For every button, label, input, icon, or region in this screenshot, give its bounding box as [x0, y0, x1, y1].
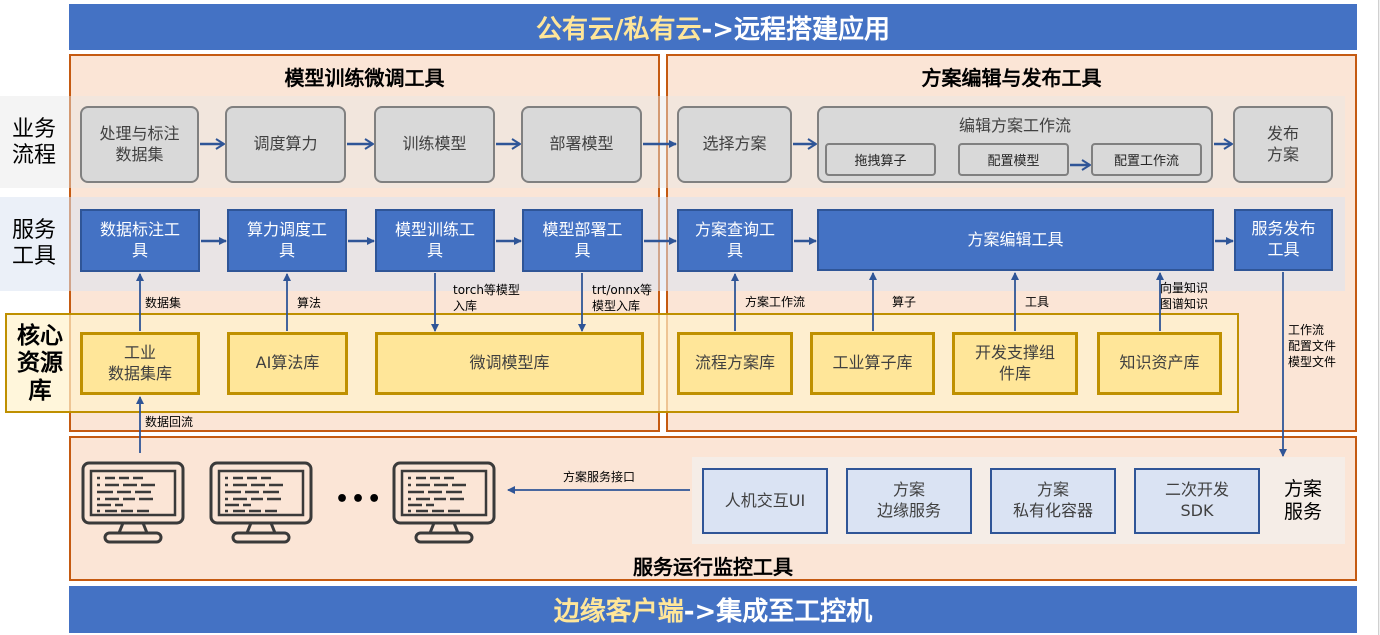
row-label-resources: 核心 资源 库	[17, 322, 63, 404]
flow-substep-config-model[interactable]: 配置模型	[958, 143, 1069, 176]
edge-label-knowledge: 向量知识 图谱知识	[1160, 281, 1209, 312]
edge-label-dataset: 数据集	[145, 296, 182, 310]
service-sdk[interactable]: 二次开发 SDK	[1134, 468, 1260, 534]
resource-knowledge-assets[interactable]: 知识资产库	[1097, 332, 1222, 395]
tool-scheme-editor[interactable]: 方案编辑工具	[817, 209, 1214, 271]
flow-step-label-data[interactable]: 处理与标注 数据集	[80, 106, 199, 183]
scrollbar[interactable]	[1378, 0, 1380, 635]
clients-ellipsis: •••	[335, 487, 384, 512]
monitor-code-icon[interactable]	[81, 461, 185, 545]
edge-label-tool: 工具	[1025, 295, 1050, 309]
tool-data-annotation[interactable]: 数据标注工 具	[80, 209, 200, 272]
resource-dev-components[interactable]: 开发支撑组 件库	[952, 332, 1078, 395]
flow-step-publish-scheme[interactable]: 发布 方案	[1233, 106, 1333, 183]
tool-scheme-query[interactable]: 方案查询工 具	[677, 209, 793, 272]
scheme-panel-title: 方案编辑与发布工具	[921, 66, 1102, 90]
flow-substep-drag-operator[interactable]: 拖拽算子	[825, 143, 936, 176]
top-banner: 公有云/私有云->远程搭建应用	[69, 4, 1357, 50]
bottom-banner-rest: ->集成至工控机	[683, 597, 873, 627]
edge-label-operator: 算子	[892, 295, 917, 309]
edge-label-torch: torch等模型 入库	[453, 283, 520, 314]
tool-service-publish[interactable]: 服务发布 工具	[1234, 209, 1333, 271]
edge-label-trt: trt/onnx等 模型入库	[592, 283, 653, 314]
tool-compute-scheduling[interactable]: 算力调度工 具	[227, 209, 347, 272]
service-hmi-ui[interactable]: 人机交互UI	[702, 468, 828, 534]
bottom-banner: 边缘客户端->集成至工控机	[69, 586, 1357, 633]
training-panel-title: 模型训练微调工具	[284, 66, 445, 90]
flow-step-deploy-model[interactable]: 部署模型	[521, 106, 642, 183]
tool-model-deployment[interactable]: 模型部署工 具	[522, 209, 643, 272]
flow-step-train-model[interactable]: 训练模型	[374, 106, 495, 183]
flow-substep-config-workflow[interactable]: 配置工作流	[1091, 143, 1202, 176]
edge-label-workflow: 方案工作流	[745, 295, 806, 309]
resource-industrial-operators[interactable]: 工业算子库	[810, 332, 935, 395]
flow-step-select-scheme[interactable]: 选择方案	[677, 106, 792, 183]
runtime-panel-title: 服务运行监控工具	[633, 555, 793, 579]
scheme-services-label: 方案 服务	[1283, 478, 1322, 523]
edge-label-algorithm: 算法	[297, 296, 322, 310]
monitor-code-icon[interactable]	[209, 461, 313, 545]
resource-ai-algorithms[interactable]: AI算法库	[227, 332, 348, 395]
monitor-code-icon[interactable]	[392, 461, 496, 545]
row-label-service: 服务 工具	[11, 217, 56, 269]
top-banner-highlight: 公有云/私有云	[535, 14, 702, 45]
service-edge[interactable]: 方案 边缘服务	[846, 468, 972, 534]
resource-industrial-datasets[interactable]: 工业 数据集库	[80, 332, 200, 395]
service-private-container[interactable]: 方案 私有化容器	[990, 468, 1116, 534]
tool-model-training[interactable]: 模型训练工 具	[375, 209, 495, 272]
row-label-business: 业务 流程	[11, 116, 56, 168]
edge-label-publish-files: 工作流 配置文件 模型文件	[1288, 323, 1337, 370]
top-banner-rest: ->远程搭建应用	[701, 14, 891, 45]
resource-finetuned-models[interactable]: 微调模型库	[375, 332, 644, 395]
bottom-banner-highlight: 边缘客户端	[553, 597, 684, 627]
flow-step-schedule-compute[interactable]: 调度算力	[225, 106, 346, 183]
edit-workflow-title: 编辑方案工作流	[958, 116, 1071, 135]
resource-process-schemes[interactable]: 流程方案库	[677, 332, 793, 395]
edge-label-data-return: 数据回流	[145, 415, 194, 429]
edge-label-service-interface: 方案服务接口	[563, 470, 636, 484]
